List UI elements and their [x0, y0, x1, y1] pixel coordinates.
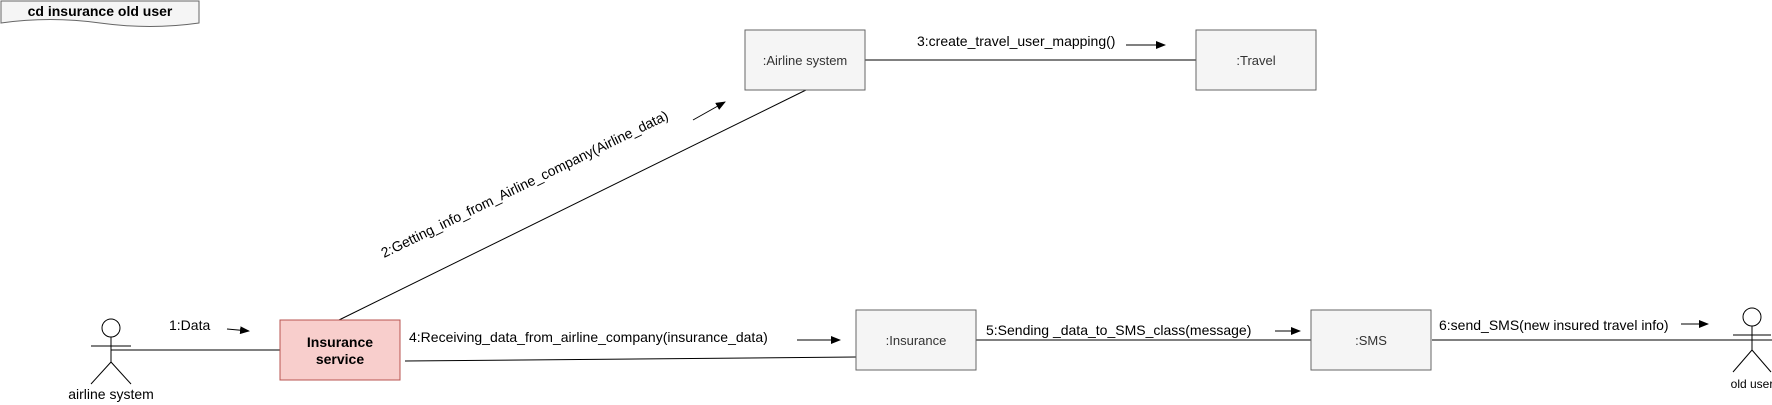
object-insurance-label: :Insurance [886, 333, 947, 348]
actor-head [101, 318, 121, 338]
object-sms[interactable]: :SMS [1310, 309, 1432, 371]
message-3-label: 3:create_travel_user_mapping() [917, 33, 1115, 49]
object-insurance-service-line2: service [316, 351, 364, 367]
object-sms-label: :SMS [1355, 333, 1387, 348]
message-3: 3:create_travel_user_mapping() [917, 33, 1166, 49]
frame-title: cd insurance old user [28, 3, 173, 19]
message-5-label: 5:Sending _data_to_SMS_class(message) [986, 322, 1251, 338]
link-insurance-service-insurance [404, 356, 857, 362]
object-insurance-service-line1: Insurance [307, 334, 373, 350]
message-1-label: 1:Data [169, 317, 210, 333]
object-travel[interactable]: :Travel [1195, 29, 1317, 91]
message-2-arrow [692, 101, 726, 121]
object-airline-system[interactable]: :Airline system [744, 29, 866, 91]
actor-airline-system-label: airline system [68, 386, 154, 402]
message-1: 1:Data [169, 317, 250, 335]
object-insurance-service[interactable]: Insurance service [279, 319, 401, 381]
message-5: 5:Sending _data_to_SMS_class(message) [986, 322, 1301, 338]
message-6-label: 6:send_SMS(new insured travel info) [1439, 317, 1669, 333]
actor-head [1742, 307, 1762, 327]
object-travel-label: :Travel [1236, 53, 1275, 68]
actor-old-user[interactable]: old user [1731, 307, 1772, 391]
actor-airline-system[interactable]: airline system [68, 318, 154, 402]
actor-old-user-label: old user [1731, 377, 1772, 391]
message-1-arrow [226, 326, 250, 335]
message-2: 2:Getting_info_from_Airline_company(Airl… [378, 101, 726, 261]
message-4-label: 4:Receiving_data_from_airline_company(in… [409, 329, 768, 345]
object-insurance[interactable]: :Insurance [855, 309, 977, 371]
object-airline-system-label: :Airline system [763, 53, 848, 68]
frame-title-tab: cd insurance old user [0, 0, 200, 27]
message-6: 6:send_SMS(new insured travel info) [1439, 317, 1709, 333]
message-4: 4:Receiving_data_from_airline_company(in… [409, 329, 841, 345]
link-insurance-service-airline-system [338, 89, 807, 321]
message-2-label: 2:Getting_info_from_Airline_company(Airl… [378, 107, 670, 261]
